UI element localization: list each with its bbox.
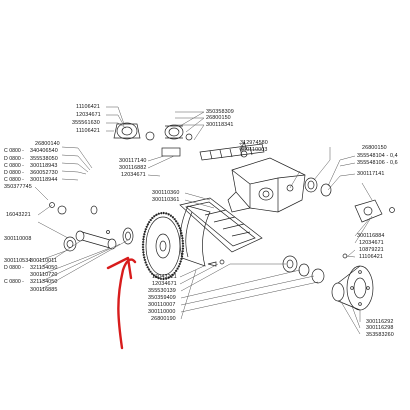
part-prefix: C 0800 - — [4, 177, 24, 183]
output-flange — [331, 253, 374, 311]
part-label: 12034671 — [359, 240, 384, 246]
part-label: 300110534 — [4, 258, 32, 264]
part-prefix: D 0800 - — [4, 170, 24, 176]
part-label: 11106421 — [359, 254, 383, 260]
part-prefix: D 0800 - — [4, 265, 24, 271]
leader-lines — [34, 106, 373, 335]
part-label: 300110008 — [4, 236, 32, 242]
part-label: 355530139 — [148, 288, 176, 294]
part-label: 355538050 — [30, 156, 58, 162]
part-prefix: D 0800 - — [4, 156, 24, 162]
part-label: 300118341 — [206, 122, 234, 128]
part-label: 355548104 - 0,4 — [357, 153, 398, 159]
part-label: 300116298 — [366, 325, 394, 331]
part-label: 300110000 — [148, 309, 176, 315]
part-label: 300116884 — [357, 233, 385, 239]
part-label: 353583260 — [366, 332, 394, 338]
part-prefix: C 0800 - — [4, 163, 24, 169]
part-prefix: C 0800 - — [4, 148, 24, 154]
part-label: 300116885 — [30, 287, 58, 293]
left-shaft-parts — [49, 202, 134, 252]
top-shaft — [199, 141, 265, 161]
part-label: 26800190 — [151, 316, 176, 322]
part-label: 300118943 — [30, 163, 58, 169]
part-label: 16043221 — [6, 212, 31, 218]
part-label: 26800150 — [362, 145, 387, 151]
part-label: 350377745 — [4, 184, 32, 190]
part-label: 355548106 - 0,6 — [357, 160, 398, 166]
curved-guard — [179, 205, 211, 267]
part-label: 355561630 — [72, 120, 100, 126]
part-label: 312974580 — [240, 140, 268, 146]
part-label: 300110361 — [152, 197, 180, 203]
part-label: 12034671 — [121, 172, 146, 178]
part-label: 300116292 — [366, 319, 394, 325]
right-bearing-group — [304, 177, 395, 223]
red-arrow — [106, 256, 137, 350]
part-label: 300117140 — [119, 158, 147, 164]
large-spur-gear — [141, 211, 185, 281]
lower-bearings — [207, 255, 325, 284]
part-label: 300110011 — [30, 258, 58, 264]
part-label: 11106421 — [76, 128, 100, 134]
part-label: 321134050 — [30, 279, 58, 285]
part-label: 11106421 — [76, 104, 100, 110]
part-label: 300117141 — [357, 171, 385, 177]
part-label: 26800150 — [206, 115, 231, 121]
part-label: 300110007 — [148, 302, 176, 308]
part-prefix: C 0800 - — [4, 279, 24, 285]
angled-gasket — [179, 197, 263, 253]
part-label: 16043221 — [152, 274, 177, 280]
part-label: 300116882 — [119, 165, 147, 171]
left-flange-assembly — [113, 122, 193, 157]
part-label: 360052730 — [30, 170, 58, 176]
part-label: 350359409 — [148, 295, 176, 301]
part-label: 300118944 — [30, 177, 58, 183]
part-label: 300110720 — [30, 272, 58, 278]
part-label: 12034671 — [152, 281, 177, 287]
part-label: 321134050 — [30, 265, 58, 271]
part-label: 300110003 — [240, 147, 268, 153]
part-label: 350358309 — [206, 109, 234, 115]
part-label: 340406540 — [30, 148, 58, 154]
part-label: 12034671 — [76, 112, 101, 118]
gearbox-housing — [227, 157, 306, 213]
part-label: 300110360 — [152, 190, 180, 196]
part-label: 10879221 — [359, 247, 384, 253]
part-label: 26800140 — [35, 141, 60, 147]
